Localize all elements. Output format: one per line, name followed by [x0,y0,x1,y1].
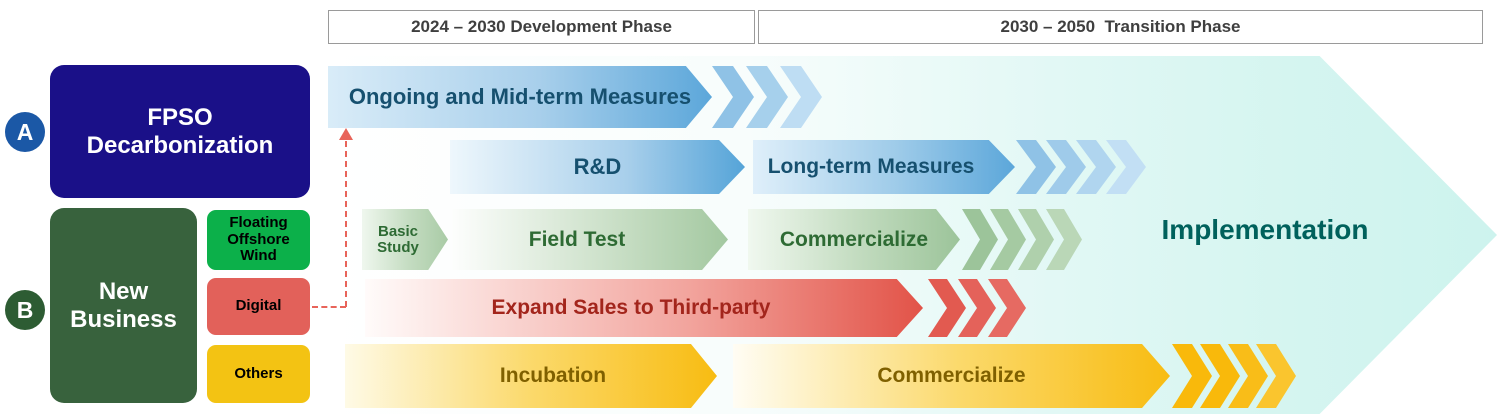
badge-b: B [5,290,45,330]
implementation-label: Implementation [1161,214,1369,245]
stage-ongoing-midterm: Ongoing and Mid-term Measures [328,66,712,128]
badge-a: A [5,112,45,152]
stage-commercialize-others: Commercialize [733,344,1170,408]
category-others: Others [207,345,310,403]
connector-line-vertical [345,141,347,307]
new-business-box: New Business [50,208,197,403]
phase-transition-header: 2030 – 2050 Transition Phase [758,10,1483,44]
category-floating-offshore-wind: Floating Offshore Wind [207,210,310,270]
connector-line-horizontal [312,306,346,308]
category-digital: Digital [207,278,310,335]
stage-rnd: R&D [450,140,745,194]
stage-expand-sales: Expand Sales to Third-party [365,279,923,337]
stage-basic-study: Basic Study [362,209,448,270]
stage-incubation: Incubation [345,344,717,408]
stage-field-test: Field Test [452,209,728,270]
stage-commercialize-fow: Commercialize [748,209,960,270]
phase-development-header: 2024 – 2030 Development Phase [328,10,755,44]
fpso-decarbonization-box: FPSO Decarbonization [50,65,310,198]
connector-arrowhead-icon [339,128,353,140]
stage-long-term-measures: Long-term Measures [753,140,1015,194]
